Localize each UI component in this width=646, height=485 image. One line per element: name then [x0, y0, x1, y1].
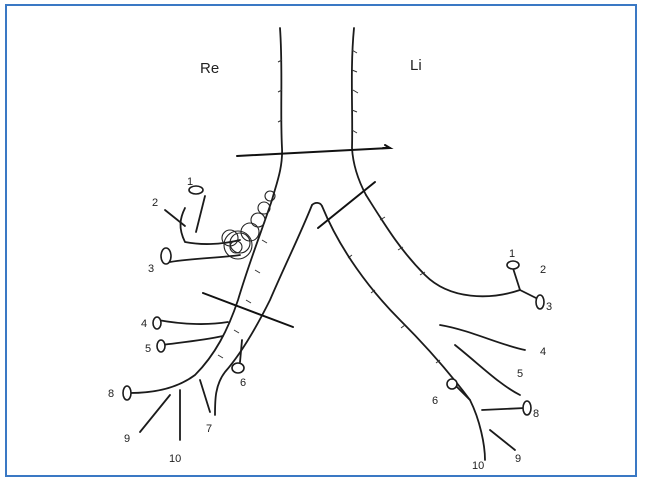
left-segment-1: 1 [509, 248, 515, 260]
right-bronchus-cut-line [203, 293, 293, 327]
trachea [272, 28, 366, 200]
tumor-mass [222, 191, 275, 259]
tracheal-cut-arrow [383, 145, 390, 148]
left-segment-9: 9 [515, 453, 521, 465]
left-main-bronchus [322, 195, 540, 460]
left-bronchus-cut-line [318, 182, 375, 228]
right-segment-9: 9 [124, 433, 130, 445]
right-segment-6: 6 [240, 377, 246, 389]
right-segment-4: 4 [141, 318, 147, 330]
resection-lines [203, 145, 390, 327]
right-segment-5: 5 [145, 343, 151, 355]
right-segment-2: 2 [152, 197, 158, 209]
left-segment-2: 2 [540, 264, 546, 276]
right-segment-3: 3 [148, 263, 154, 275]
left-side-label: Li [410, 57, 422, 74]
right-side-label: Re [200, 60, 219, 77]
left-segment-4: 4 [540, 346, 546, 358]
left-segment-3: 3 [546, 301, 552, 313]
right-segment-caps [123, 186, 244, 400]
right-segment-8: 8 [108, 388, 114, 400]
left-segment-6: 6 [432, 395, 438, 407]
tracheal-cut-line [237, 148, 390, 156]
left-segment-5: 5 [517, 368, 523, 380]
right-segment-10: 10 [169, 453, 181, 465]
right-segment-7: 7 [206, 423, 212, 435]
left-segment-numbers: 1 2 3 4 5 6 8 9 10 [432, 248, 552, 472]
left-segment-10: 10 [472, 460, 484, 472]
left-segment-8: 8 [533, 408, 539, 420]
right-segment-1: 1 [187, 176, 193, 188]
